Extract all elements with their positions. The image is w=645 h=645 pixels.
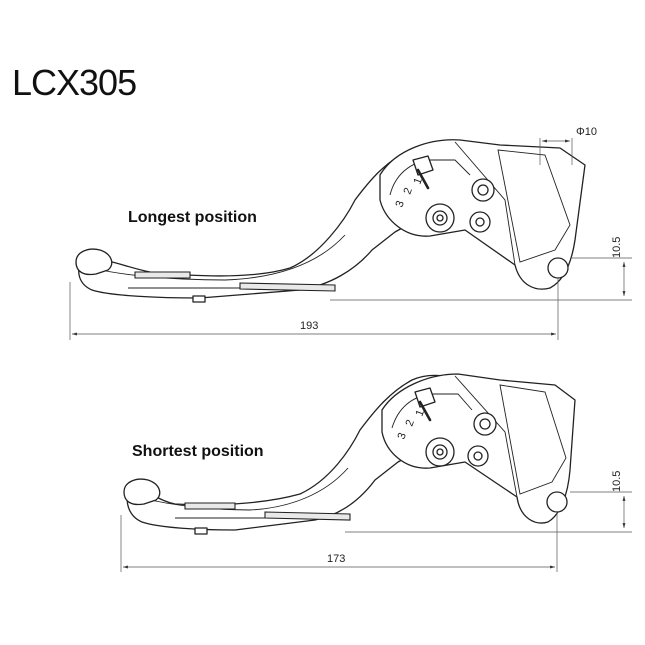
length-dimension-193: 193	[300, 320, 318, 332]
longest-position-label: Longest position	[128, 209, 257, 226]
scale-digit-3: 3	[396, 431, 409, 441]
scale-digit-2: 2	[404, 418, 417, 428]
ball-end	[123, 478, 161, 506]
diameter-dimension: Φ10	[576, 126, 597, 138]
mount-hole	[547, 257, 569, 279]
lever-shortest: 3 2 1	[123, 373, 576, 535]
ball-end	[75, 248, 113, 276]
dimensions-longest: 193 10.5 Φ10	[69, 126, 632, 340]
dimensions-shortest: 173 10.5	[120, 471, 632, 572]
shortest-position-label: Shortest position	[132, 443, 264, 460]
product-title: LCX305	[12, 62, 137, 103]
mount-hole	[546, 491, 568, 513]
length-dimension-173: 173	[327, 553, 345, 565]
height-dimension-longest: 10.5	[611, 237, 623, 258]
height-dimension-shortest: 10.5	[611, 471, 623, 492]
scale-digit-2: 2	[402, 186, 415, 196]
scale-digit-1: 1	[412, 176, 425, 186]
scale-digit-1: 1	[414, 408, 427, 418]
scale-digit-3: 3	[394, 199, 407, 209]
lever-longest: 3 2 1	[75, 139, 586, 303]
